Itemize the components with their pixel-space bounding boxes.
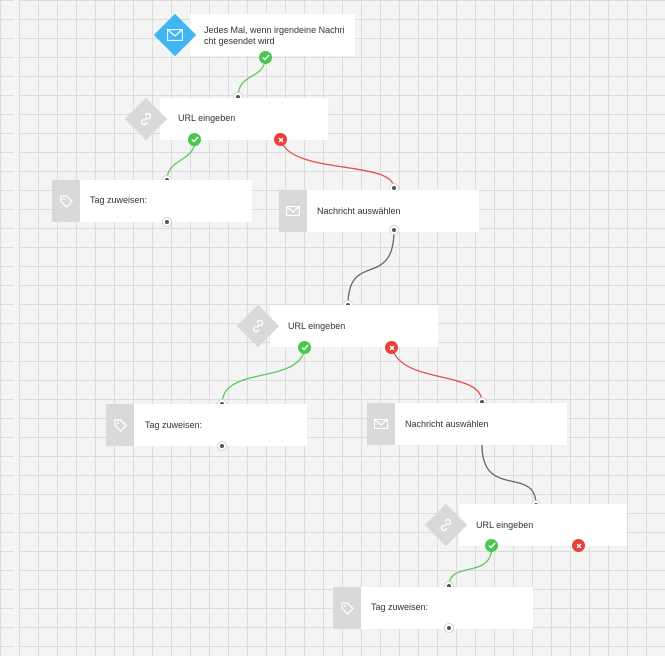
action-3-output-port[interactable]	[217, 441, 227, 451]
wire-action-4-to-condition-3	[481, 444, 537, 506]
condition-1-label: URL eingeben	[178, 113, 236, 123]
link-icon	[131, 104, 161, 134]
tag-icon	[52, 180, 80, 222]
wire-condition-3-yes	[448, 545, 493, 587]
condition-1-no-badge[interactable]	[274, 133, 287, 146]
condition-node-2[interactable]: URL eingeben	[270, 305, 438, 347]
action-4-label: Nachricht auswählen	[405, 419, 489, 429]
condition-node-1[interactable]: URL eingeben	[160, 98, 328, 140]
condition-2-yes-badge[interactable]	[298, 341, 311, 354]
wire-action-2-to-condition-2	[347, 229, 395, 306]
condition-3-yes-badge[interactable]	[485, 539, 498, 552]
condition-2-label: URL eingeben	[288, 321, 346, 331]
envelope-icon	[160, 20, 190, 50]
action-5-label: Tag zuweisen:	[371, 602, 429, 612]
action-3-label: Tag zuweisen:	[145, 420, 203, 430]
action-2-output-port[interactable]	[389, 225, 399, 235]
trigger-success-badge	[259, 51, 272, 64]
action-2-label: Nachricht auswählen	[317, 206, 401, 216]
trigger-label: Jedes Mal, wenn irgendeine Nachricht ges…	[204, 25, 345, 46]
trigger-node[interactable]: Jedes Mal, wenn irgendeine Nachricht ges…	[190, 14, 355, 56]
condition-3-no-badge[interactable]	[572, 539, 585, 552]
link-icon	[243, 311, 273, 341]
action-node-3[interactable]: Tag zuweisen:	[106, 404, 307, 446]
condition-node-3[interactable]: URL eingeben	[459, 504, 627, 546]
tag-icon	[333, 587, 361, 629]
wire-condition-1-no	[280, 139, 395, 189]
action-node-1[interactable]: Tag zuweisen:	[52, 180, 252, 222]
condition-3-label: URL eingeben	[476, 520, 534, 530]
wire-trigger-to-condition-1	[237, 57, 266, 98]
wire-condition-2-no	[391, 347, 483, 403]
link-icon	[431, 510, 461, 540]
action-5-output-port[interactable]	[444, 623, 454, 633]
envelope-icon	[279, 190, 307, 232]
action-node-5[interactable]: Tag zuweisen:	[333, 587, 533, 629]
action-1-output-port[interactable]	[162, 217, 172, 227]
envelope-icon	[367, 403, 395, 445]
condition-2-no-badge[interactable]	[385, 341, 398, 354]
action-node-2[interactable]: Nachricht auswählen	[279, 190, 479, 232]
wire-condition-1-yes	[166, 139, 196, 181]
condition-1-yes-badge[interactable]	[188, 133, 201, 146]
tag-icon	[106, 404, 134, 446]
action-node-4[interactable]: Nachricht auswählen	[367, 403, 567, 445]
action-1-label: Tag zuweisen:	[90, 195, 148, 205]
wire-condition-2-yes	[221, 347, 306, 405]
